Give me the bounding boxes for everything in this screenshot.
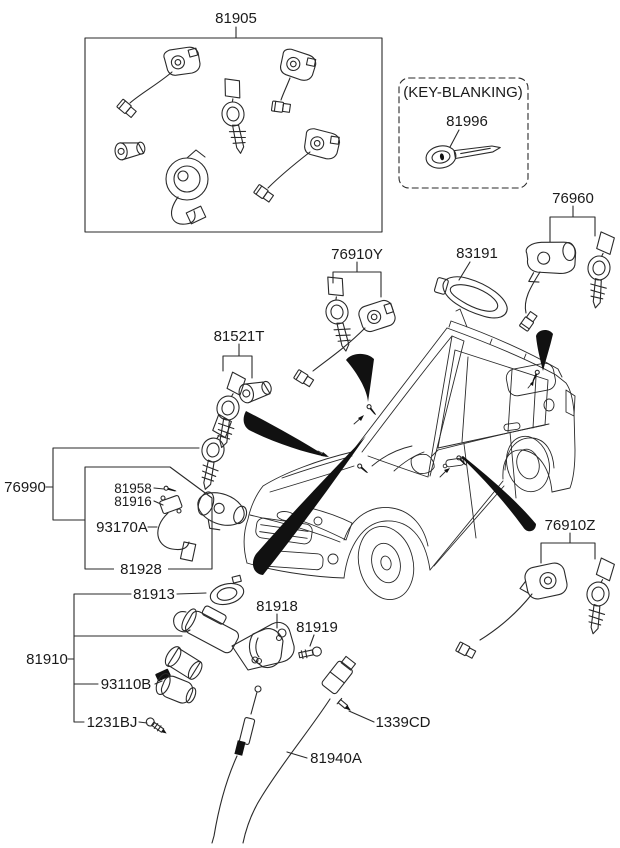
key-set-box-group: 81905: [84, 10, 383, 233]
steering-lock-assembly: [164, 605, 295, 680]
key-lock-set-group: 76990 81958 81916 93170A 81928: [4, 411, 248, 578]
label-81918: 81918: [256, 598, 298, 615]
tailgate-handle: [433, 276, 508, 319]
bolt-1231BJ: [145, 717, 167, 734]
key-icon: [581, 230, 616, 310]
tailgate-handle-group: 83191: [433, 245, 508, 319]
immobilizer-antenna: [157, 495, 197, 562]
label-81919: 81919: [296, 619, 338, 636]
label-key-blanking: (KEY-BLANKING): [403, 84, 522, 101]
label-81940A: 81940A: [310, 750, 362, 767]
label-81928: 81928: [120, 561, 162, 578]
key-set-box: [84, 37, 383, 233]
front-wheel: [357, 526, 415, 600]
ignition-cap: [209, 574, 245, 606]
key-blanking-group: (KEY-BLANKING) 81996: [398, 77, 529, 189]
blank-key-icon: [425, 145, 501, 169]
glovebox-cylinder: [238, 380, 272, 404]
door-lock-cylinder: [519, 562, 568, 600]
ignition-lock-group: 81910 81913 81918 81919: [26, 574, 338, 734]
key-icon: [216, 76, 251, 156]
label-81913: 81913: [133, 586, 175, 603]
steering-lock-body: [197, 491, 248, 531]
pointer-arrows: [243, 330, 553, 575]
bolt-81919: [298, 646, 322, 660]
side-mirror: [410, 453, 435, 474]
door-lock-z-group: 76910Z: [455, 517, 616, 660]
ignition-bracket: [248, 628, 284, 669]
glovebox-lock-group: 81521T: [208, 328, 272, 450]
door-lock-cylinder: [358, 299, 396, 333]
label-83191: 83191: [456, 245, 498, 262]
ignition-switch: [155, 668, 197, 704]
label-81905: 81905: [215, 10, 257, 27]
label-81916: 81916: [114, 494, 152, 509]
rear-wheel: [506, 435, 550, 493]
key-blanking-box: [398, 77, 529, 189]
label-76910Z: 76910Z: [545, 517, 596, 534]
label-81910: 81910: [26, 651, 68, 668]
label-1231BJ: 1231BJ: [87, 714, 138, 731]
door-lock-y-group: 76910Y: [293, 246, 396, 389]
key-interlock-cables: 1339CD 81940A: [211, 655, 431, 844]
label-93170A: 93170A: [96, 519, 148, 536]
key-icon: [579, 556, 616, 636]
screw-1339CD: [336, 697, 351, 711]
label-81521T: 81521T: [214, 328, 265, 345]
label-76990: 76990: [4, 479, 46, 496]
label-93110B: 93110B: [101, 676, 152, 693]
label-81958: 81958: [114, 481, 152, 496]
label-1339CD: 1339CD: [375, 714, 430, 731]
label-76910Y: 76910Y: [331, 246, 383, 263]
tailgate-lock-cylinder: [525, 241, 577, 283]
key-icon: [192, 411, 233, 493]
cable-connector: [321, 655, 357, 695]
label-76960: 76960: [552, 190, 594, 207]
label-81996: 81996: [446, 113, 488, 130]
subset-box: [84, 466, 213, 570]
tailgate-lock-group: 76960: [518, 190, 616, 332]
vehicle-illustration: [243, 308, 576, 600]
